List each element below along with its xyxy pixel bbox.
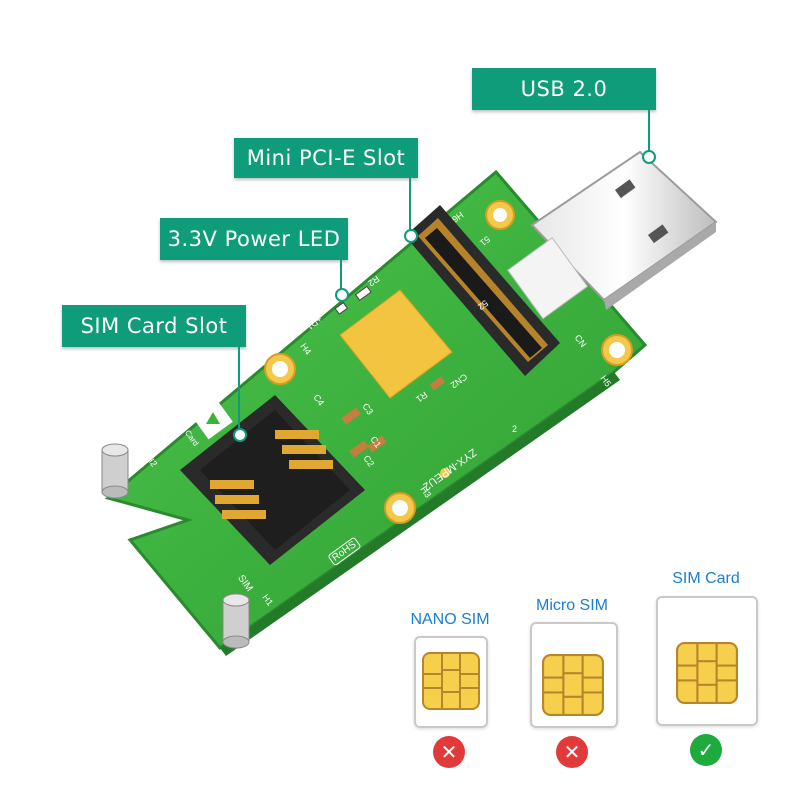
callout-sim: SIM Card Slot [62, 305, 246, 347]
callout-pcie-line [409, 178, 411, 230]
silkscreen-pin2: 2 [512, 424, 518, 434]
callout-led: 3.3V Power LED [160, 218, 348, 260]
sim-chip-icon [422, 652, 480, 710]
sim-type-label-micro: Micro SIM [536, 597, 608, 614]
callout-led-label: 3.3V Power LED [167, 227, 341, 251]
callout-pcie-dot [404, 229, 418, 243]
sim-chip-icon [542, 654, 604, 716]
callout-usb-line [648, 110, 650, 154]
callout-led-dot [335, 288, 349, 302]
sim-chip-icon [676, 642, 738, 704]
callout-pcie: Mini PCI-E Slot [234, 138, 418, 178]
callout-sim-line [238, 347, 240, 429]
callout-led-line [340, 260, 342, 290]
micro-sim-card [530, 622, 618, 728]
callout-sim-dot [233, 428, 247, 442]
cross-icon: ✕ [433, 736, 465, 768]
callout-sim-label: SIM Card Slot [80, 314, 228, 338]
nano-sim-card [414, 636, 488, 728]
sim-type-label-standard: SIM Card [672, 570, 740, 587]
mounting-holes [264, 200, 633, 524]
cross-icon: ✕ [556, 736, 588, 768]
gold-pad [339, 289, 453, 399]
sim-card-slot [180, 395, 365, 565]
mini-pcie-slot [405, 205, 560, 376]
smd-components [334, 285, 446, 458]
callout-pcie-label: Mini PCI-E Slot [246, 146, 406, 170]
usb-connector [507, 150, 718, 320]
check-icon: ✓ [690, 734, 722, 766]
callout-usb: USB 2.0 [472, 68, 656, 110]
callout-usb-dot [642, 150, 656, 164]
callout-usb-label: USB 2.0 [520, 77, 608, 101]
standoffs [101, 443, 250, 649]
standard-sim-card [656, 596, 758, 726]
sim-type-label-nano: NANO SIM [410, 611, 490, 628]
